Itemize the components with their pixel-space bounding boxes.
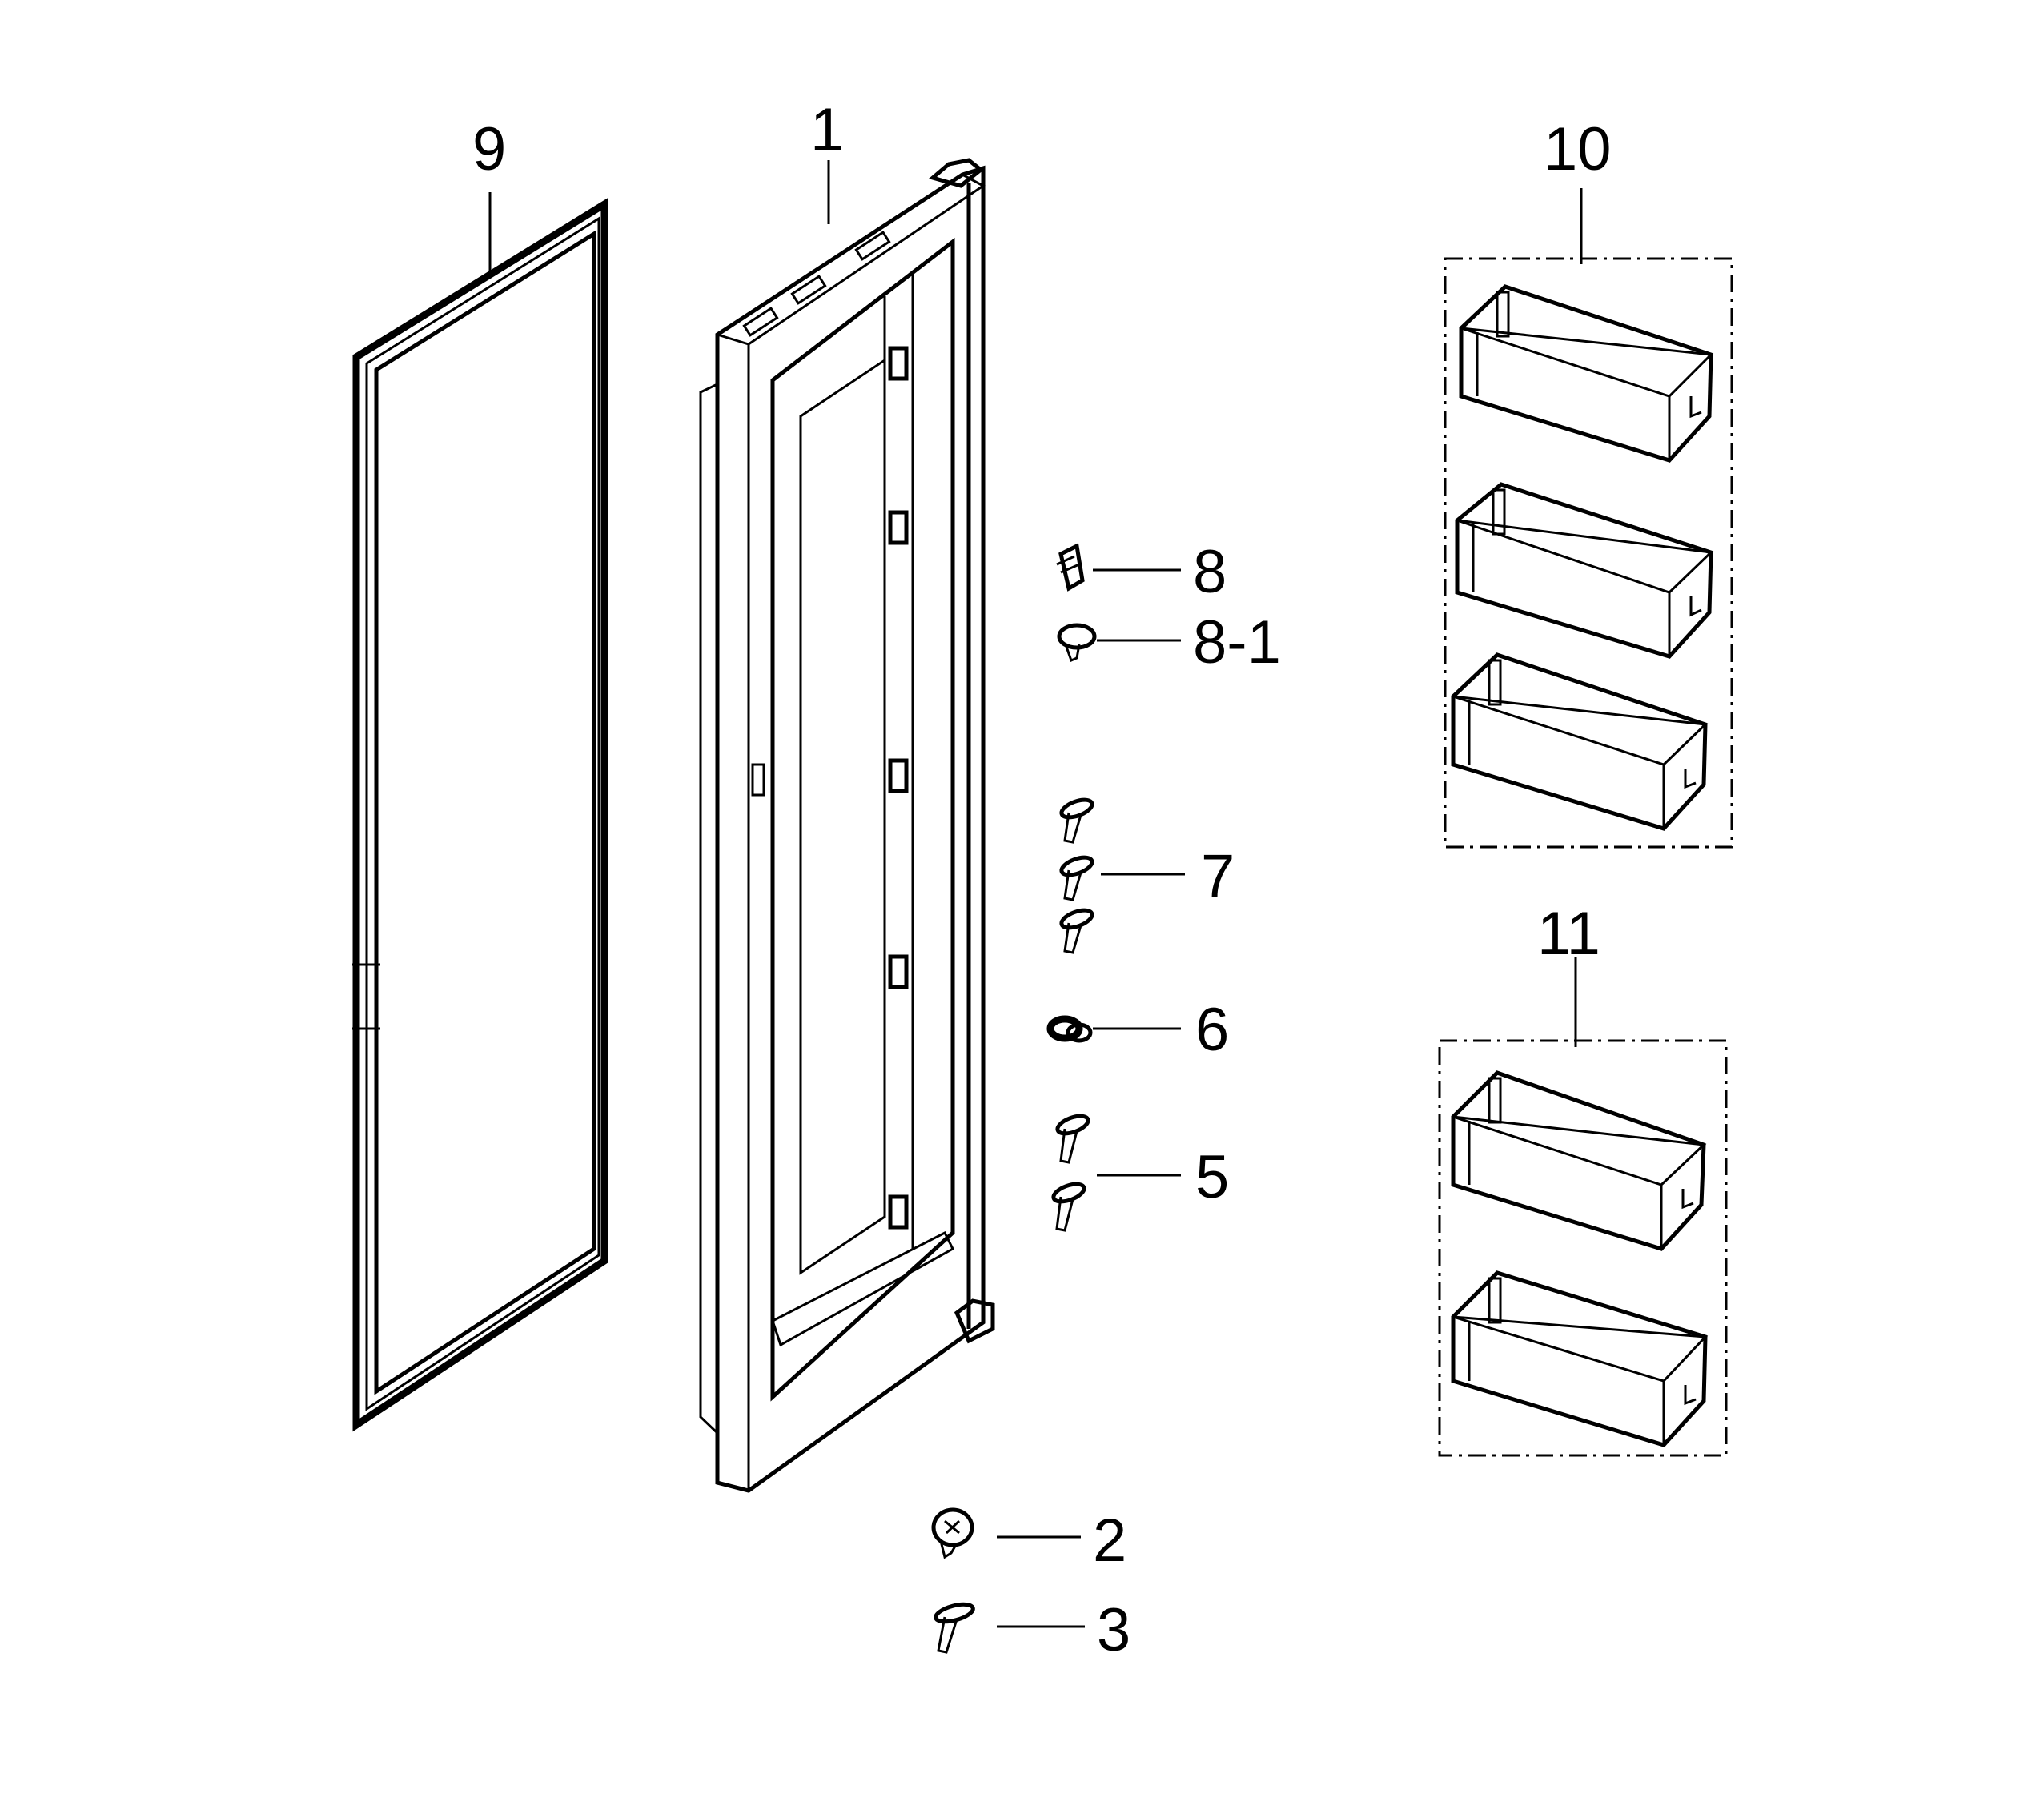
- screw-7-part: [1059, 797, 1094, 954]
- door-guard-bin-10b: [1455, 482, 1714, 659]
- callout-1: 1: [810, 96, 844, 164]
- guard-set-11-box: [1438, 1039, 1728, 1457]
- callout-3: 3: [1097, 1596, 1130, 1664]
- callout-9: 9: [472, 115, 506, 183]
- callout-6: 6: [1195, 996, 1229, 1064]
- door-guard-bin-10a: [1459, 284, 1714, 463]
- door-guard-bin-11b: [1451, 1270, 1709, 1447]
- screw-5-part: [1051, 1114, 1090, 1232]
- screw-3-part: [934, 1602, 975, 1654]
- callout-8: 8: [1193, 538, 1227, 606]
- callout-8-1: 8-1: [1193, 608, 1281, 676]
- callout-5: 5: [1195, 1143, 1229, 1211]
- door-stopper-part: [1056, 543, 1085, 592]
- callout-2: 2: [1093, 1507, 1126, 1575]
- callout-7: 7: [1201, 842, 1235, 910]
- cap-6-part: [1046, 1015, 1093, 1043]
- screw-8-1-part: [1057, 623, 1097, 663]
- callout-10: 10: [1544, 115, 1612, 183]
- callout-11: 11: [1537, 900, 1600, 968]
- door-guard-bin-10c: [1451, 652, 1709, 831]
- door-gasket-part: [352, 197, 608, 1432]
- door-foam-assembly-part: [699, 158, 995, 1493]
- door-guard-bin-11a: [1451, 1070, 1707, 1251]
- guard-set-10-box: [1444, 257, 1733, 849]
- screw-2-part: [931, 1507, 974, 1559]
